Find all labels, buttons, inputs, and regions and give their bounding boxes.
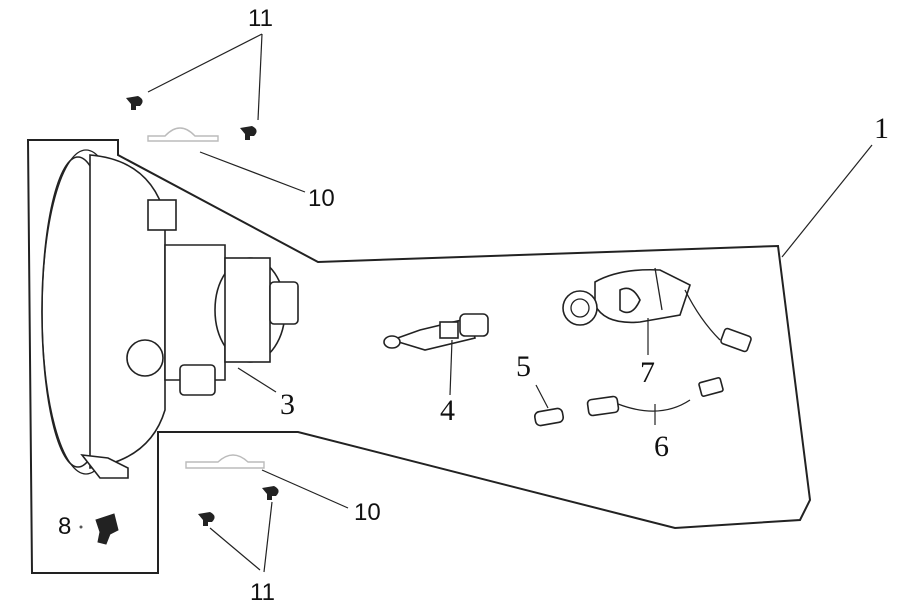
callout-6: 6 — [654, 430, 669, 463]
callout-7: 7 — [640, 356, 655, 389]
callout-10-top: 10 — [308, 185, 335, 212]
leader-line-4 — [449, 339, 453, 396]
bulb-socket-wire — [586, 377, 724, 417]
callout-11-top: 11 — [248, 5, 273, 32]
callout-3: 3 — [280, 388, 295, 421]
headlamp-housing — [41, 149, 299, 479]
leader-line-3 — [237, 367, 277, 393]
adjust-screw — [95, 513, 119, 545]
callout-4: 4 — [440, 394, 455, 427]
bracket-top — [147, 127, 219, 142]
clips-top — [126, 96, 257, 140]
leader-line-11-bottom-a — [209, 527, 261, 571]
callout-10-bottom: 10 — [354, 499, 381, 526]
callout-11-bottom: 11 — [250, 579, 275, 606]
small-bulb — [533, 407, 565, 427]
callout-5: 5 — [516, 350, 531, 383]
leader-line-5 — [535, 384, 549, 409]
leader-line-10-bottom — [261, 469, 349, 509]
h3-bulb — [383, 313, 489, 351]
leader-line-11-top-b — [257, 33, 263, 121]
callout-1: 1 — [874, 112, 889, 145]
bracket-bottom — [185, 454, 265, 469]
clips-bottom — [198, 486, 279, 526]
leader-line-10-top — [199, 151, 306, 193]
bulb-holder-harness — [562, 267, 752, 353]
assembly-outline — [26, 139, 812, 574]
callout-8: 8 — [58, 513, 71, 540]
leader-line-11-bottom-b — [263, 501, 273, 573]
leader-dot-8 — [79, 525, 83, 529]
leader-line-1 — [781, 144, 873, 258]
leader-line-11-top-a — [147, 33, 263, 93]
